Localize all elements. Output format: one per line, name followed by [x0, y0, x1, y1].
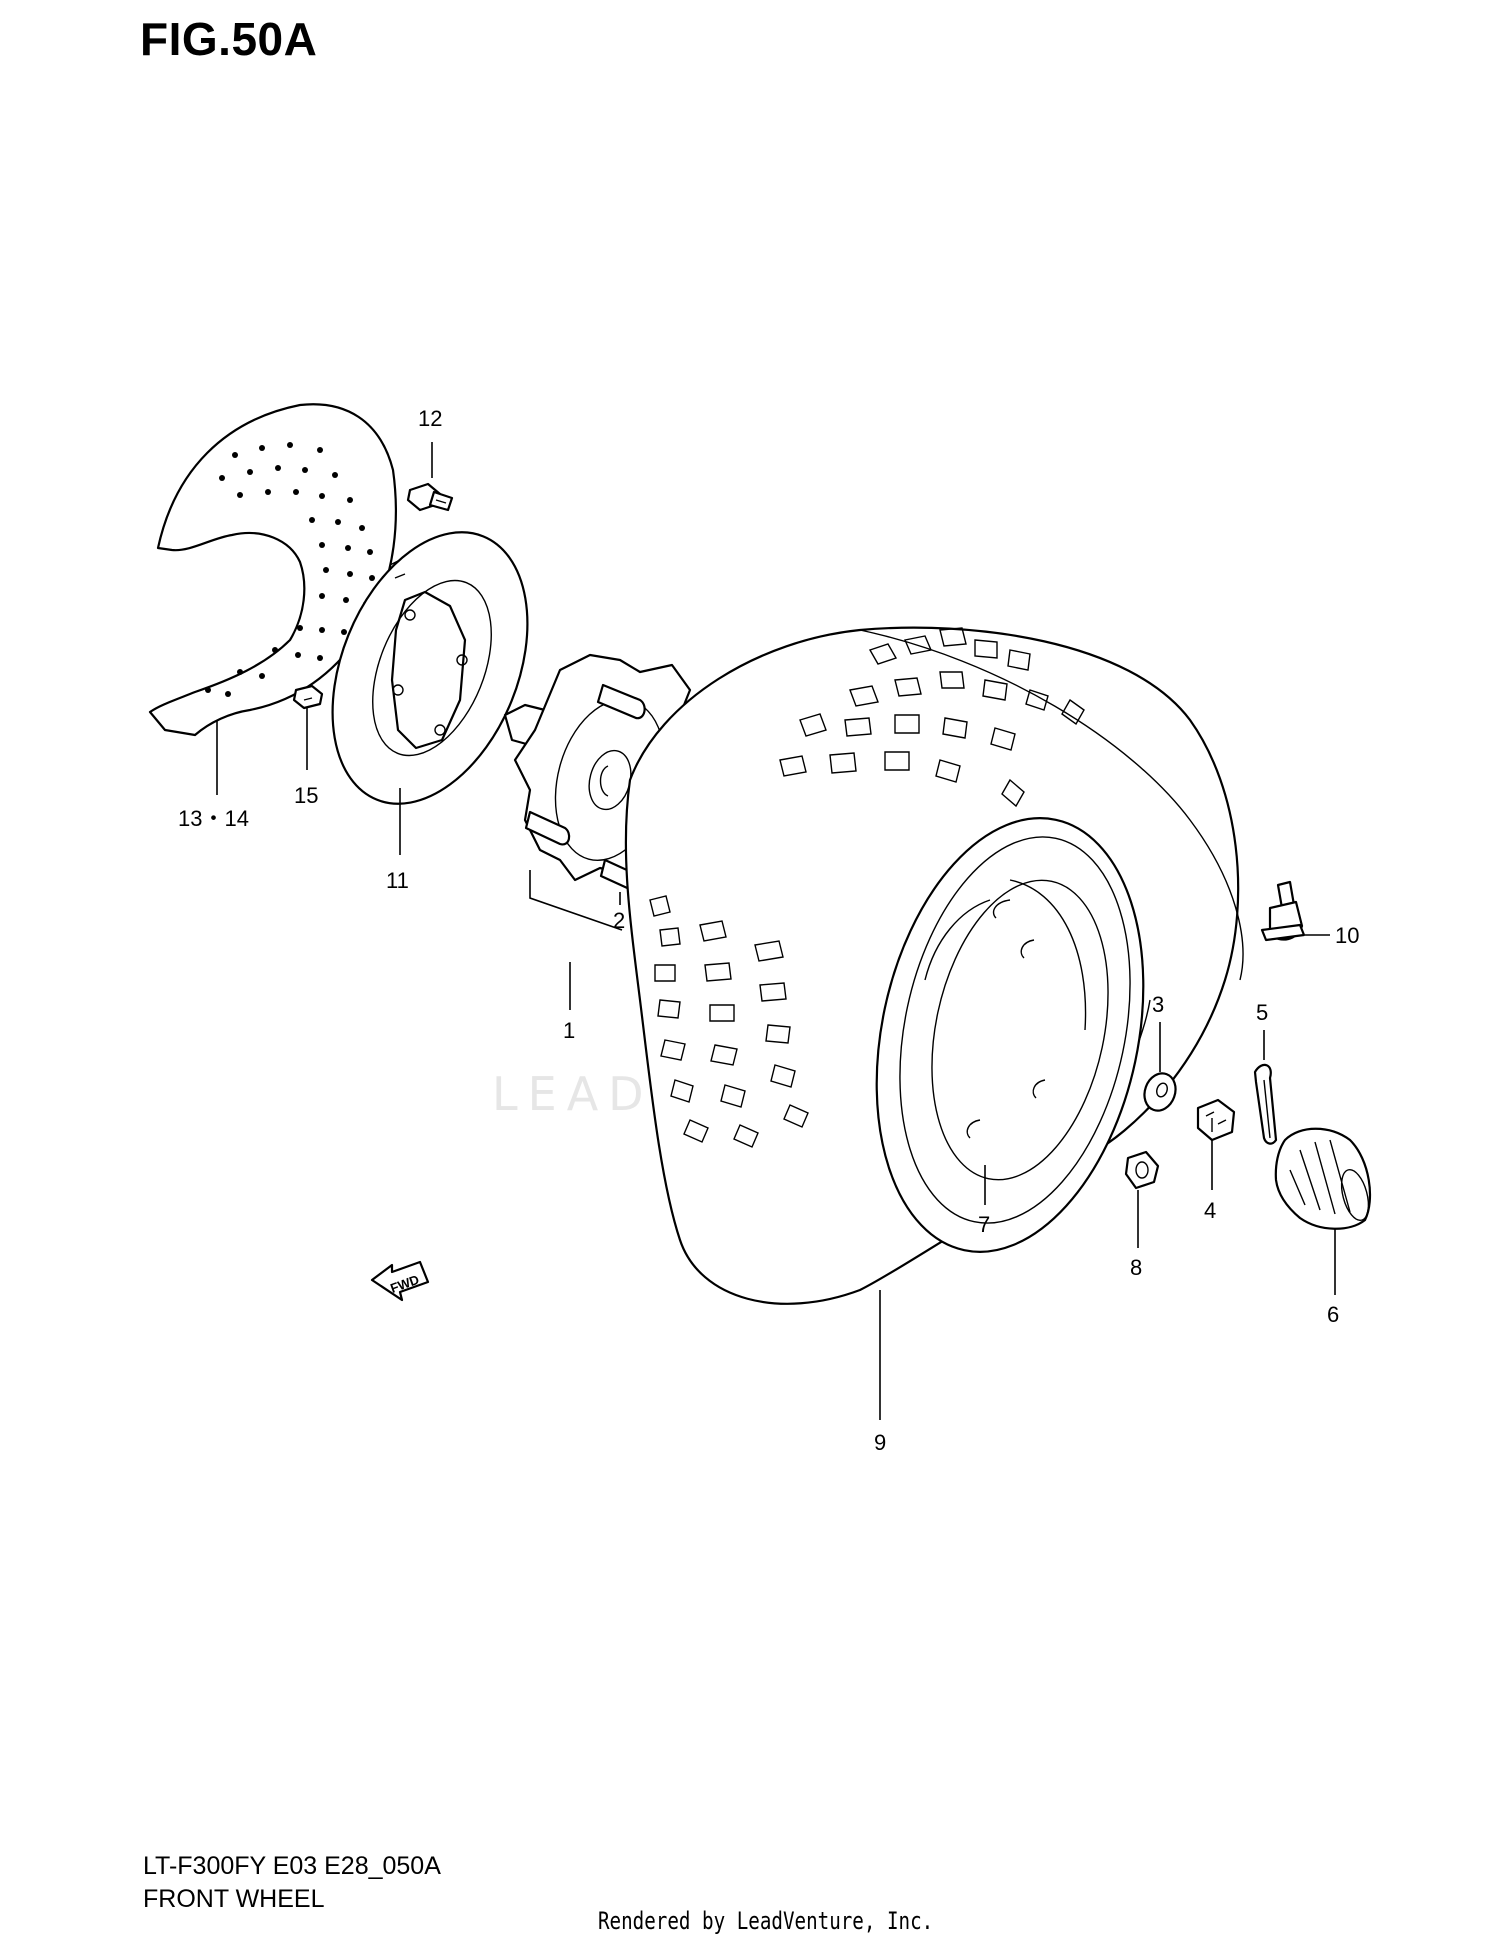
callout-4: 4: [1204, 1198, 1216, 1223]
section-name: FRONT WHEEL: [143, 1885, 325, 1913]
wheel-rim[interactable]: [839, 793, 1181, 1277]
cotter-pin[interactable]: [1253, 1063, 1278, 1145]
wheel-nut[interactable]: [1124, 1150, 1160, 1190]
model-code: LT-F300FY E03 E28_050A: [143, 1852, 441, 1880]
callout-7: 7: [978, 1212, 990, 1237]
brake-disc[interactable]: [295, 503, 565, 832]
callout-5: 5: [1256, 1000, 1268, 1025]
callout-13-14: 13・14: [178, 806, 249, 831]
callout-8: 8: [1130, 1255, 1142, 1280]
callout-11: 11: [386, 868, 409, 893]
callout-15: 15: [294, 783, 318, 808]
callout-10: 10: [1335, 923, 1359, 948]
callout-6: 6: [1327, 1302, 1339, 1327]
hub-cap[interactable]: [1274, 1127, 1374, 1230]
tire-valve[interactable]: [1260, 880, 1306, 942]
callout-9: 9: [874, 1430, 886, 1455]
screw-15[interactable]: [292, 684, 324, 710]
disc-cover[interactable]: [148, 403, 397, 737]
castle-nut[interactable]: [1196, 1098, 1236, 1142]
rendered-by-credit: Rendered by LeadVenture, Inc.: [598, 1907, 934, 1935]
figure-title: FIG.50A: [140, 13, 318, 65]
leader-lines: [216, 442, 1336, 1420]
callout-3: 3: [1152, 992, 1164, 1017]
callout-2: 2: [613, 908, 625, 933]
fwd-arrow: FWD: [370, 1260, 430, 1302]
washer[interactable]: [1139, 1069, 1180, 1115]
callout-1: 1: [563, 1018, 575, 1043]
bolt-12[interactable]: [406, 482, 454, 512]
callout-12: 12: [418, 406, 442, 431]
